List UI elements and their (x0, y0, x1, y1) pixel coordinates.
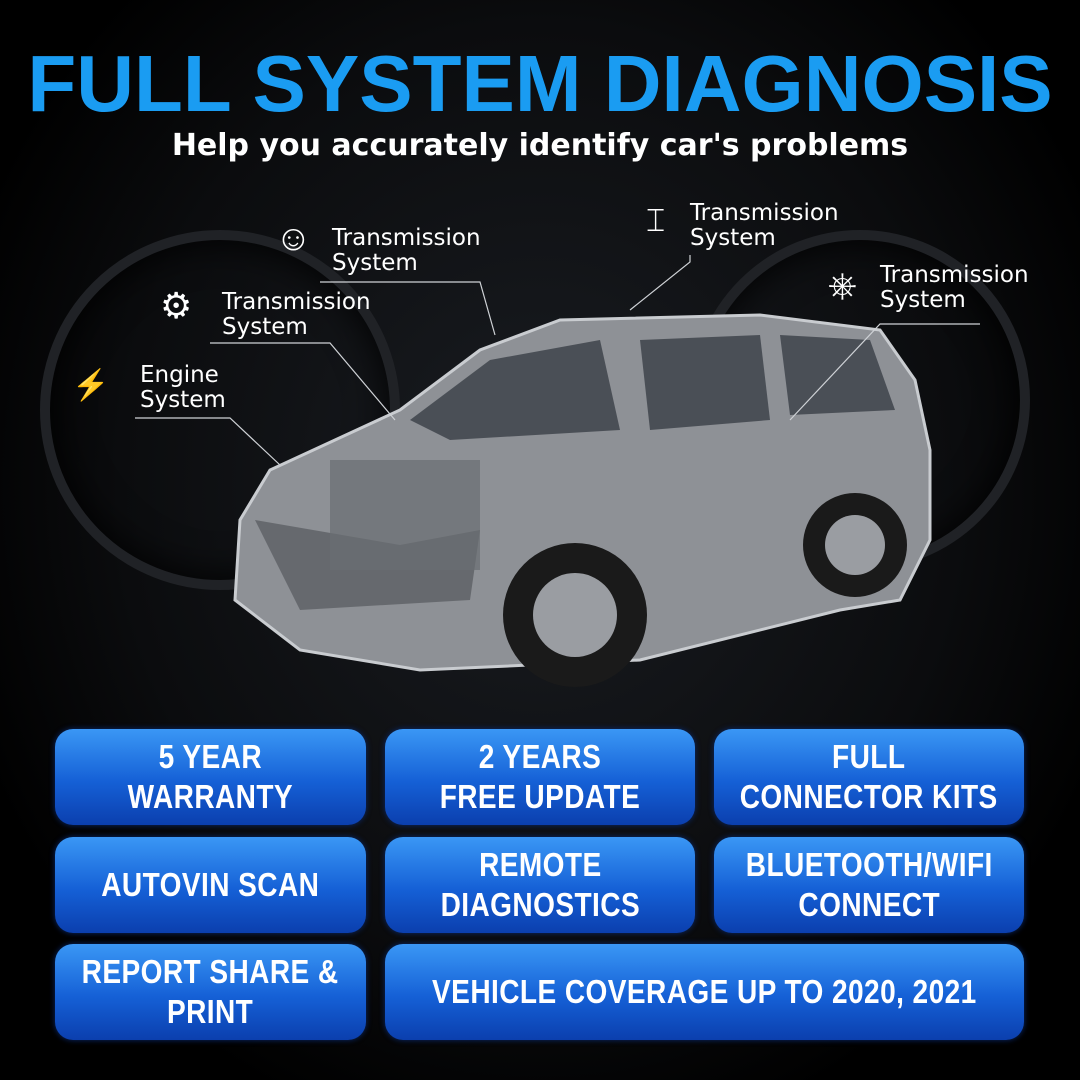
car-body (233, 313, 932, 687)
callout-line1: Engine (140, 362, 219, 388)
feature-line1: 2 YEARS (478, 738, 602, 775)
feature-line2: CONNECTOR KITS (740, 778, 998, 815)
feature-line2: PRINT (167, 993, 254, 1030)
axle-icon: ⌶ (646, 202, 666, 238)
page-title: FULL SYSTEM DIAGNOSIS (27, 39, 1053, 128)
page-subtitle: Help you accurately identify car's probl… (171, 128, 909, 163)
callout-line2: System (140, 387, 226, 413)
engine-icon: ⚡ (72, 369, 110, 402)
feature-line2: WARRANTY (127, 778, 294, 815)
feature-line1: 5 YEAR (158, 738, 263, 775)
feature-line1: REMOTE (478, 846, 602, 883)
feature-line1: VEHICLE COVERAGE UP TO 2020, 2021 (432, 973, 977, 1010)
callout-leader-lines (135, 255, 980, 466)
feature-line1: FULL (832, 738, 906, 775)
feature-line1: REPORT SHARE & (82, 953, 339, 990)
callout-line1: Transmission (880, 262, 1029, 288)
feature-line2: DIAGNOSTICS (440, 886, 640, 923)
callout-line2: System (222, 314, 308, 340)
callout-line2: System (332, 250, 418, 276)
speedometer-gauge (40, 230, 400, 590)
callout-line2: System (690, 225, 776, 251)
callout-line2: System (880, 287, 966, 313)
feature-line1: BLUETOOTH/WIFI (745, 846, 993, 883)
feature-report-share: REPORT SHARE &PRINT (55, 944, 366, 1040)
gears-icon: ⚙ (160, 285, 193, 326)
callout-line1: Transmission (332, 225, 481, 251)
feature-autovin-scan: AUTOVIN SCAN (55, 837, 366, 933)
feature-vehicle-coverage: VEHICLE COVERAGE UP TO 2020, 2021 (385, 944, 1024, 1040)
feature-line2: FREE UPDATE (439, 778, 641, 815)
callout-line1: Transmission (222, 289, 371, 315)
airbag-icon: ☺ (275, 217, 312, 258)
feature-line1: AUTOVIN SCAN (101, 866, 320, 903)
feature-line2: CONNECT (798, 886, 940, 923)
steering-wheel-icon: ⎈ (828, 264, 857, 305)
callout-line1: Transmission (690, 200, 839, 226)
